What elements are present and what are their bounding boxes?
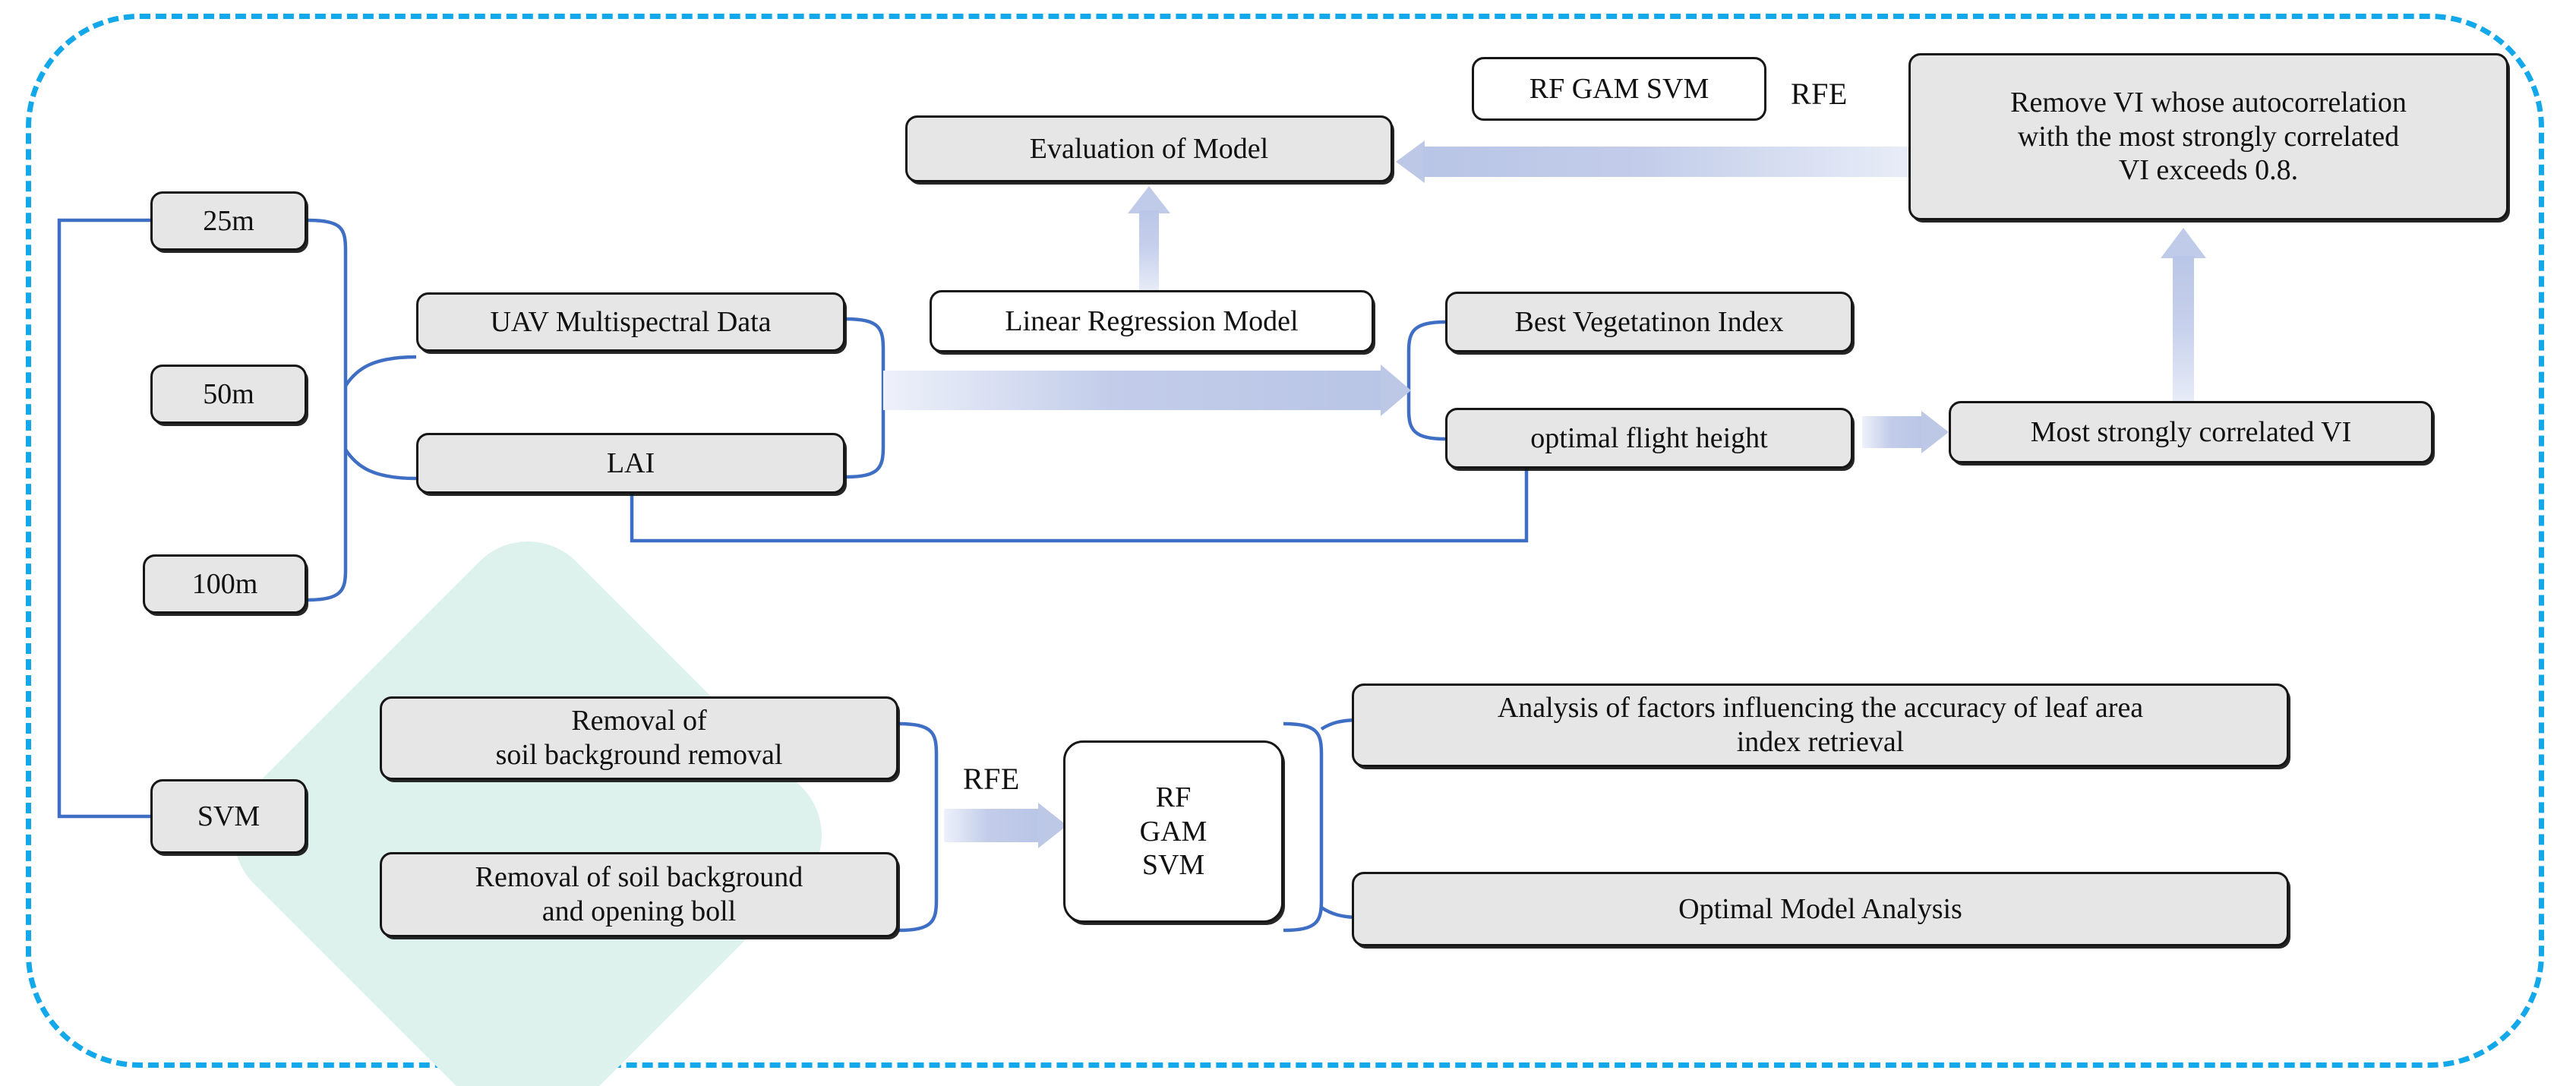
node-label: SVM	[197, 800, 260, 832]
node-label: Evaluation of Model	[1029, 132, 1269, 165]
node-label-line-2: soil background removal	[495, 739, 783, 771]
node-label-line-3: VI exceeds 0.8.	[2118, 154, 2299, 187]
node-label: 50m	[203, 377, 254, 410]
node-height-100m[interactable]: 100m	[143, 554, 307, 614]
node-label: 25m	[203, 204, 254, 237]
node-remove-vi[interactable]: Remove VI whose autocorrelation with the…	[1908, 53, 2508, 220]
node-label: Optimal Model Analysis	[1678, 892, 1962, 925]
node-label-line-2: index retrieval	[1736, 726, 1905, 758]
node-rf-gam-svm-bottom[interactable]: RF GAM SVM	[1063, 740, 1283, 923]
node-label-line-1: Removal of	[571, 705, 707, 737]
node-label: optimal flight height	[1530, 421, 1768, 454]
node-linear-regression-model[interactable]: Linear Regression Model	[930, 290, 1374, 352]
node-label-line-2: with the most strongly correlated	[2017, 120, 2400, 153]
node-best-vegetation-index[interactable]: Best Vegetatinon Index	[1445, 292, 1853, 352]
node-label-line-1: RF	[1155, 781, 1192, 813]
node-uav-multispectral-data[interactable]: UAV Multispectral Data	[416, 292, 845, 352]
node-optimal-flight-height[interactable]: optimal flight height	[1445, 408, 1853, 469]
node-removal-soil-background[interactable]: Removal of soil background removal	[380, 696, 898, 780]
node-rf-gam-svm-top[interactable]: RF GAM SVM	[1472, 57, 1766, 121]
node-removal-soil-and-boll[interactable]: Removal of soil background and opening b…	[380, 852, 898, 937]
node-label: 100m	[191, 567, 258, 600]
arrow-height-to-vi	[1862, 411, 1953, 453]
node-evaluation-of-model[interactable]: Evaluation of Model	[905, 115, 1393, 182]
label-rfe-top: RFE	[1791, 77, 1848, 111]
arrow-vi-to-remove	[2157, 228, 2210, 406]
arrow-rfe-to-models	[944, 803, 1073, 848]
node-label-line-1: Analysis of factors influencing the accu…	[1497, 692, 2144, 725]
node-optimal-model-analysis[interactable]: Optimal Model Analysis	[1352, 872, 2289, 946]
node-label: UAV Multispectral Data	[490, 305, 772, 338]
node-height-50m[interactable]: 50m	[150, 365, 307, 424]
node-label-line-2: and opening boll	[541, 895, 737, 927]
arrow-data-to-index	[883, 365, 1415, 416]
node-label: Best Vegetatinon Index	[1514, 305, 1784, 338]
node-label-line-3: SVM	[1141, 849, 1205, 882]
node-label-line-1: Remove VI whose autocorrelation	[2010, 86, 2407, 118]
node-lai[interactable]: LAI	[416, 433, 845, 494]
node-label: Linear Regression Model	[1005, 305, 1299, 337]
node-analysis-of-factors[interactable]: Analysis of factors influencing the accu…	[1352, 683, 2289, 767]
label-rfe-bottom: RFE	[963, 762, 1020, 796]
node-label: RF GAM SVM	[1529, 72, 1709, 105]
node-label: LAI	[606, 447, 655, 479]
node-most-strongly-correlated-vi[interactable]: Most strongly correlated VI	[1949, 401, 2433, 463]
node-svm[interactable]: SVM	[150, 779, 307, 854]
arrow-remove-to-evaluation	[1396, 140, 1912, 183]
node-label-line-1: Removal of soil background	[475, 861, 803, 894]
arrow-regression-to-evaluation	[1122, 186, 1176, 292]
node-height-25m[interactable]: 25m	[150, 191, 307, 251]
node-label: Most strongly correlated VI	[2030, 415, 2352, 448]
node-label-line-2: GAM	[1139, 815, 1208, 848]
